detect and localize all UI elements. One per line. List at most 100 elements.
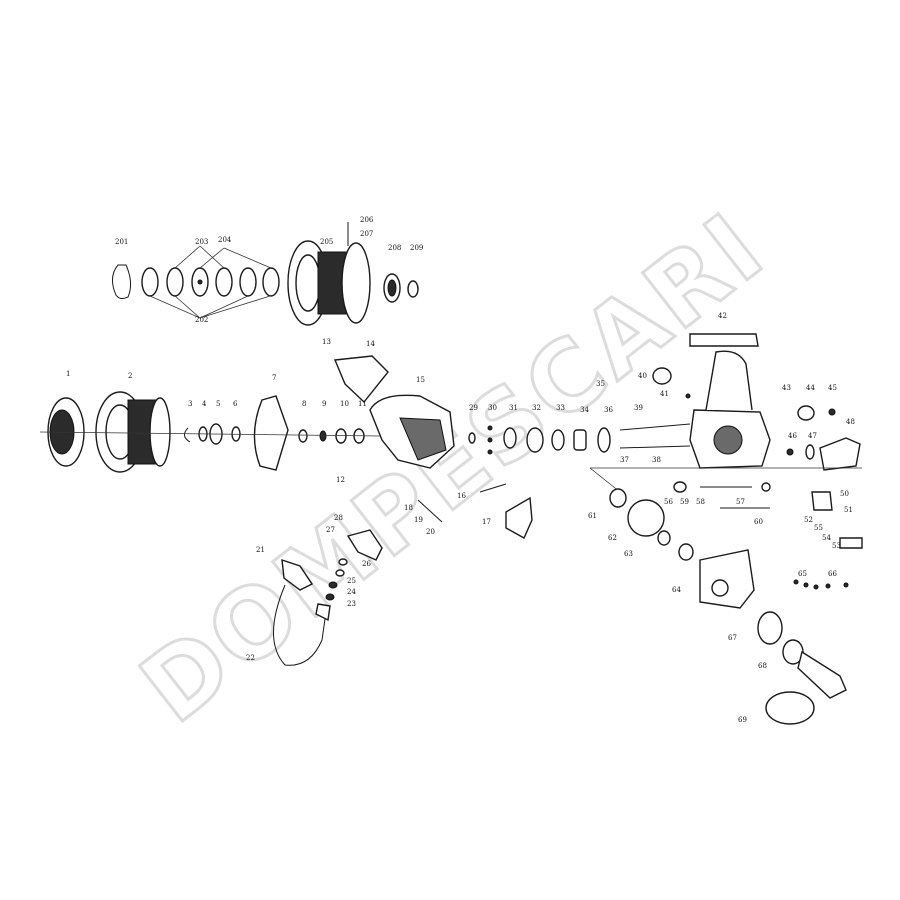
part-label-59: 59 (680, 498, 689, 506)
part-label-42: 42 (718, 312, 727, 320)
reel-stem (705, 350, 753, 411)
part-label-6: 6 (233, 400, 238, 408)
washer-part (141, 267, 159, 297)
washer-part (262, 267, 280, 297)
part-label-27: 27 (326, 526, 335, 534)
part-label-64: 64 (672, 586, 681, 594)
part-201 (112, 264, 132, 300)
part-48 (819, 437, 861, 471)
part-label-60: 60 (754, 518, 763, 526)
part-label-51: 51 (844, 506, 853, 514)
rotor-cover (253, 395, 289, 471)
part-label-13: 13 (322, 338, 331, 346)
bail-arm-part (333, 355, 389, 404)
part-label-45: 45 (828, 384, 837, 392)
part-label-44: 44 (806, 384, 815, 392)
part-label-2: 2 (128, 372, 132, 380)
part-label-54: 54 (822, 534, 831, 542)
part-label-204: 204 (218, 236, 232, 244)
part-67 (757, 611, 783, 645)
washer-part (215, 267, 233, 297)
part-label-65: 65 (798, 570, 807, 578)
part-label-17: 17 (482, 518, 491, 526)
part-label-38: 38 (652, 456, 661, 464)
part-40 (652, 367, 672, 385)
part-label-53: 53 (832, 542, 841, 550)
part-label-202: 202 (195, 316, 208, 324)
part-label-34: 34 (580, 406, 589, 414)
spare-spool-group (112, 222, 419, 326)
part-label-208: 208 (388, 244, 401, 252)
part-label-14: 14 (366, 340, 375, 348)
part-label-5: 5 (216, 400, 220, 408)
part-label-43: 43 (782, 384, 791, 392)
part-label-39: 39 (634, 404, 643, 412)
part-label-32: 32 (532, 404, 541, 412)
reel-foot (689, 333, 759, 347)
part-label-7: 7 (272, 374, 276, 382)
part-label-9: 9 (322, 400, 326, 408)
part-21 (281, 558, 314, 591)
part-label-61: 61 (588, 512, 597, 520)
part-label-52: 52 (804, 516, 813, 524)
part-label-20: 20 (426, 528, 435, 536)
side-cover (699, 549, 755, 609)
part-label-33: 33 (556, 404, 565, 412)
part-label-57: 57 (736, 498, 745, 506)
part-label-48: 48 (846, 418, 855, 426)
part-label-22: 22 (246, 654, 255, 662)
main-gear (627, 499, 665, 537)
part-label-11: 11 (358, 400, 367, 408)
part-label-21: 21 (256, 546, 265, 554)
part-label-16: 16 (457, 492, 466, 500)
part-label-41: 41 (660, 390, 669, 398)
part-label-40: 40 (638, 372, 647, 380)
part-label-47: 47 (808, 432, 817, 440)
part-label-8: 8 (302, 400, 306, 408)
washer-part (239, 267, 257, 297)
part-label-56: 56 (664, 498, 673, 506)
handle-knob (765, 691, 815, 725)
part-label-203: 203 (195, 238, 208, 246)
part-label-19: 19 (414, 516, 423, 524)
part-label-36: 36 (604, 406, 613, 414)
part-label-35: 35 (596, 380, 605, 388)
part-label-30: 30 (488, 404, 497, 412)
part-label-63: 63 (624, 550, 633, 558)
part-label-55: 55 (814, 524, 823, 532)
part-label-69: 69 (738, 716, 747, 724)
rotor-group (273, 355, 533, 666)
part-label-201: 201 (115, 238, 128, 246)
part-label-207: 207 (360, 230, 373, 238)
part-label-25: 25 (347, 577, 356, 585)
part-label-209: 209 (410, 244, 423, 252)
part-17 (505, 496, 533, 539)
part-label-205: 205 (320, 238, 333, 246)
part-label-10: 10 (340, 400, 349, 408)
washer-part (166, 267, 184, 297)
part-label-4: 4 (202, 400, 207, 408)
part-label-24: 24 (347, 588, 356, 596)
part-label-62: 62 (608, 534, 617, 542)
part-label-15: 15 (416, 376, 425, 384)
part-label-18: 18 (404, 504, 413, 512)
part-label-67: 67 (728, 634, 737, 642)
part-label-29: 29 (469, 404, 478, 412)
part-label-1: 1 (66, 370, 70, 378)
part-label-12: 12 (336, 476, 345, 484)
part-label-28: 28 (334, 514, 343, 522)
part-label-50: 50 (840, 490, 849, 498)
spool-group (39, 391, 381, 473)
part-label-58: 58 (696, 498, 705, 506)
gear-handle-group (589, 467, 863, 725)
part-label-26: 26 (362, 560, 371, 568)
part-label-46: 46 (788, 432, 797, 440)
part-label-66: 66 (828, 570, 837, 578)
part-27 (346, 529, 383, 561)
part-label-31: 31 (509, 404, 518, 412)
part-label-206: 206 (360, 216, 374, 224)
part-209 (407, 280, 419, 298)
part-label-23: 23 (347, 600, 356, 608)
